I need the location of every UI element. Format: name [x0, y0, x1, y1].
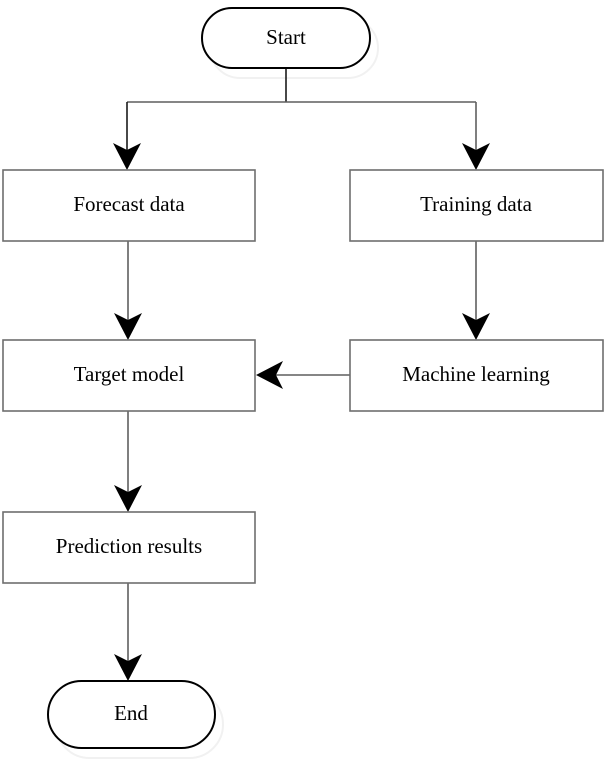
node-target-model-label: Target model [74, 362, 185, 386]
arrowhead-prediction-results-top [114, 485, 142, 512]
node-start-label: Start [266, 25, 306, 49]
node-training-data[interactable]: Training data [349, 169, 604, 242]
node-target-model[interactable]: Target model [2, 339, 256, 412]
node-prediction-results[interactable]: Prediction results [2, 511, 256, 584]
arrowhead-training-data [462, 143, 490, 170]
node-prediction-results-shape[interactable] [2, 511, 256, 584]
node-training-data-label: Training data [420, 192, 532, 216]
node-target-model-shape[interactable] [2, 339, 256, 412]
arrowhead-end-top [114, 654, 142, 681]
edge-layer [113, 68, 490, 681]
arrowhead-target-model-top [114, 313, 142, 340]
arrowhead-target-model-right [256, 361, 283, 389]
node-start[interactable]: Start [201, 7, 371, 69]
node-forecast-data-label: Forecast data [73, 192, 185, 216]
node-end-label: End [114, 701, 148, 725]
node-machine-learning-label: Machine learning [402, 362, 550, 386]
node-layer: Start Forecast data Training data Target… [2, 7, 604, 749]
node-end-shape[interactable] [47, 680, 216, 749]
arrowhead-forecast-data [113, 143, 141, 170]
node-prediction-results-label: Prediction results [56, 534, 202, 558]
node-machine-learning[interactable]: Machine learning [349, 339, 604, 412]
node-forecast-data-shape[interactable] [2, 169, 256, 242]
arrowhead-machine-learning-top [462, 313, 490, 340]
node-start-shape[interactable] [201, 7, 371, 69]
node-training-data-shape[interactable] [349, 169, 604, 242]
node-machine-learning-shape[interactable] [349, 339, 604, 412]
node-forecast-data[interactable]: Forecast data [2, 169, 256, 242]
node-end[interactable]: End [47, 680, 216, 749]
